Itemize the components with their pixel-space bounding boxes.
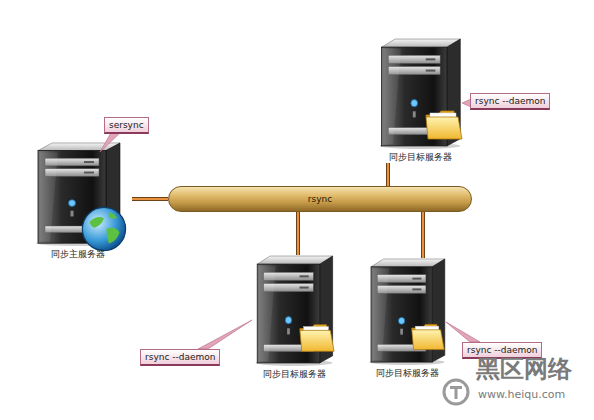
connector-outline	[296, 212, 300, 255]
connector-line	[387, 163, 389, 186]
server-node: 同步目标服务器	[358, 258, 456, 379]
watermark-text: 黑区网络	[476, 355, 572, 383]
server-node: 同步目标服务器	[244, 255, 344, 380]
callout-label: rsync --daemon	[462, 342, 542, 359]
connector	[132, 199, 168, 200]
callout-label: rsync --daemon	[140, 349, 220, 366]
connector	[388, 163, 389, 186]
connector-outline	[132, 197, 168, 201]
connector-line	[132, 198, 168, 200]
server-node: 同步主服务器	[24, 142, 132, 260]
connector-line	[297, 212, 299, 255]
callout-label: rsync --daemon	[470, 93, 550, 110]
connector-outline	[421, 212, 425, 258]
connector	[298, 212, 299, 255]
server-node: 同步目标服务器	[368, 38, 472, 163]
server-caption: 同步目标服务器	[244, 368, 344, 380]
watermark-text: www.heiqu.com	[478, 388, 565, 401]
server-caption: 同步目标服务器	[368, 151, 472, 163]
connector-outline	[386, 163, 390, 186]
server-caption: 同步目标服务器	[358, 367, 456, 379]
pipe-label: rsync	[308, 194, 332, 204]
server-caption: 同步主服务器	[24, 248, 132, 260]
connector	[423, 212, 424, 258]
rsync-pipe: rsync	[168, 186, 472, 212]
callout-label: sersync	[104, 117, 149, 134]
connector-line	[422, 212, 424, 258]
